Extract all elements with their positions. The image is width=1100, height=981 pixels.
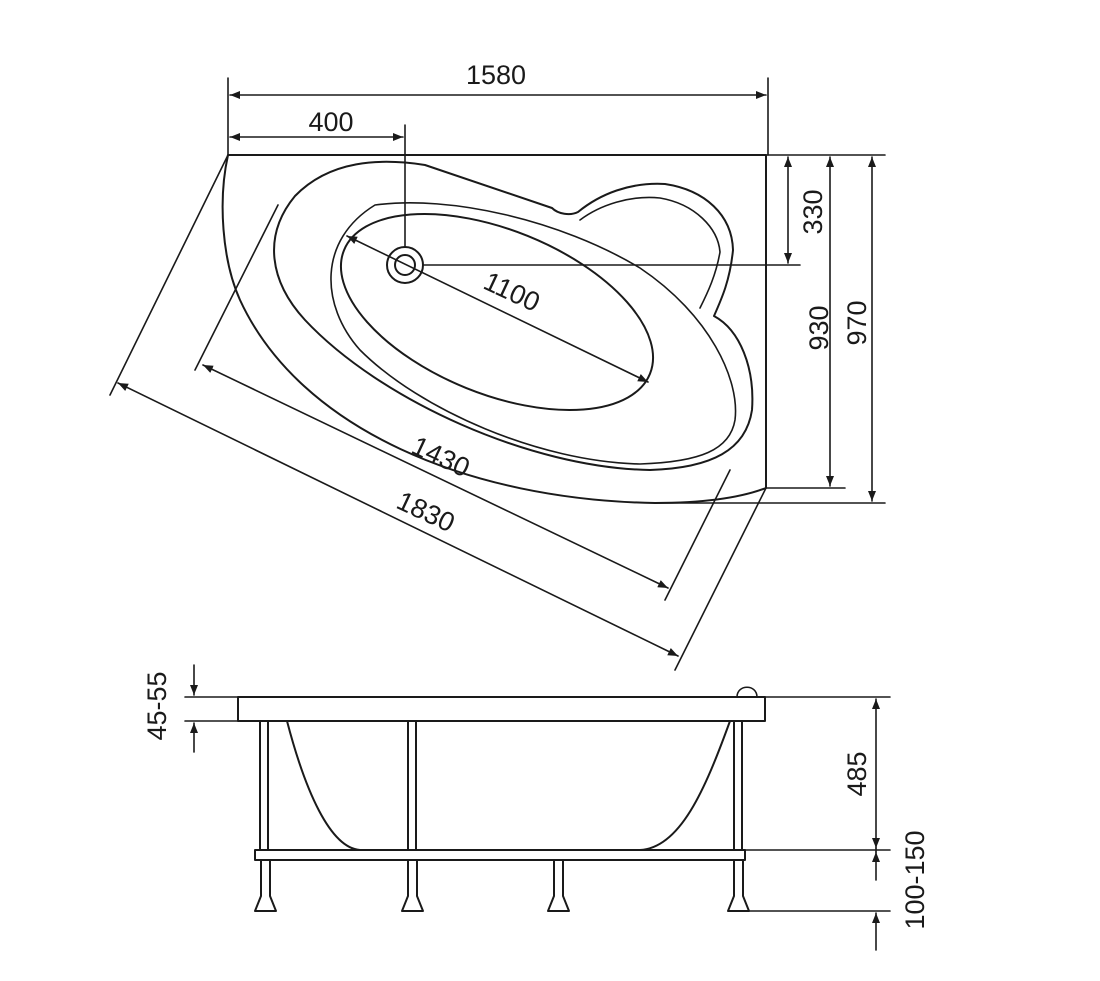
label-leg-height: 100-150 [900,830,930,929]
tub-rim-side [237,696,766,722]
leg-3 [547,859,570,912]
label-rim-thickness: 45-55 [142,671,172,740]
ext-line-diag-left-inner [194,204,279,371]
label-inner-length: 1430 [407,431,474,484]
top-view: 1580 400 330 930 970 1100 1430 1830 [109,60,886,671]
label-drain-depth: 330 [798,189,828,234]
label-tub-height: 485 [842,751,872,796]
dim-line-basin-length [346,235,649,383]
tub-body-side [286,720,731,851]
frame-rail [254,849,746,861]
basin-outer [330,202,737,465]
label-overall-depth: 970 [842,300,872,345]
overflow-bump [736,686,758,698]
leg-1 [254,859,277,912]
headrest-outline [579,196,721,309]
dim-line-overall-length [117,382,679,657]
tub-rim [273,160,754,471]
tub-outer-outline [221,154,767,504]
basin-inner [339,213,655,411]
label-overall-length: 1830 [392,486,459,539]
ext-line-diag-right-outer [674,487,767,671]
side-view: 45-55 485 100-150 [142,664,930,951]
ext-line-diag-left-outer [109,154,229,396]
label-overall-width: 1580 [466,60,526,90]
leg-4 [727,859,750,912]
label-basin-length: 1100 [479,266,544,318]
label-inner-depth: 930 [804,305,834,350]
leg-2 [401,859,424,912]
label-drain-offset: 400 [308,107,353,137]
dim-line-inner-length [202,364,669,589]
